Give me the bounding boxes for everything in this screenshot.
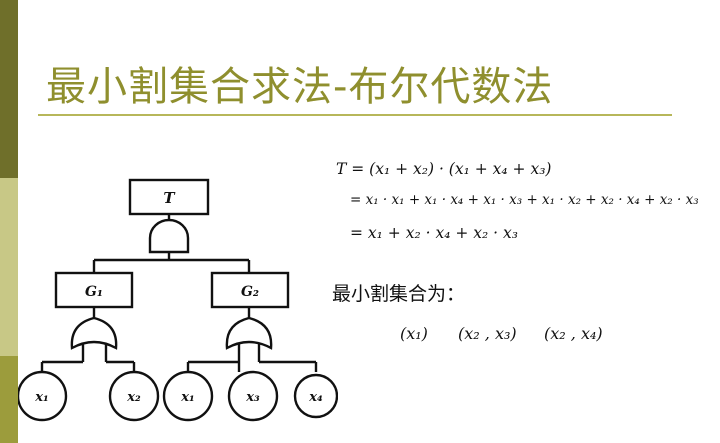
equation-line-2: = x₁ · x₁ + x₁ · x₄ + x₁ · x₃ + x₁ · x₂ … [350,192,699,208]
title-underline [38,114,672,116]
basic-event-circle [108,370,160,422]
basic-event-label: x₂ [126,390,141,405]
or-gate-icon [225,316,273,350]
cut-set-3: (x₂ , x₄) [544,324,603,343]
basic-event-circle [227,370,279,422]
basic-event-label: x₄ [308,390,323,405]
side-band-middle [0,178,18,356]
slide-title: 最小割集合求法-布尔代数法 [46,64,554,110]
fault-tree-diagram: T G₁ G₂ x₁ x₂ x₁ x₃ x₄ [18,178,338,422]
or-gate-icon [70,316,118,350]
basic-event-label: x₁ [180,390,194,405]
minimal-cut-sets-label: 最小割集合为： [332,283,466,305]
gate-label-g2: G₂ [241,284,259,300]
side-band-top [0,0,18,178]
basic-event-label: x₁ [34,390,48,405]
equation-line-1: T = (x₁ + x₂) · (x₁ + x₄ + x₃) [336,160,552,178]
basic-event-label: x₃ [245,390,260,405]
top-event-label: T [163,189,176,207]
basic-event-circle [162,370,214,422]
basic-event-circle [18,370,68,422]
cut-set-1: (x₁) [400,324,428,343]
gate-label-g1: G₁ [85,284,103,300]
gate-box-g2 [210,271,290,309]
side-band-bottom [0,356,18,443]
and-gate-icon [148,218,190,254]
basic-event-circle [293,373,338,419]
equation-line-3: = x₁ + x₂ · x₄ + x₂ · x₃ [350,224,518,242]
cut-set-2: (x₂ , x₃) [458,324,517,343]
